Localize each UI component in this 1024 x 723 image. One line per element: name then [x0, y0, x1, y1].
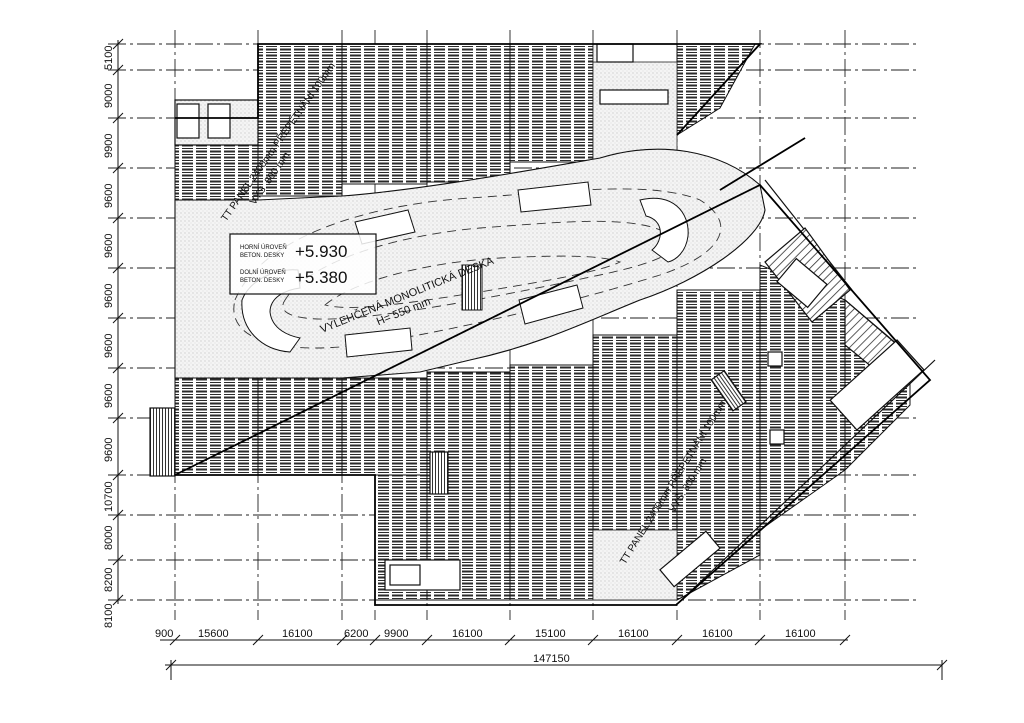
dim-left-2: 9000: [103, 84, 115, 108]
tt-panel-bay: [509, 43, 594, 163]
slab-openings: [241, 181, 689, 358]
top-level-label-2: BETON. DESKY: [240, 253, 284, 259]
dim-left-1: 5100: [103, 46, 115, 70]
bottom-dimension-ticks: [169, 634, 851, 646]
column-block: [767, 351, 783, 367]
dim-bottom-1: 900: [155, 628, 173, 640]
tt-panel-bay: [341, 377, 428, 476]
dim-left-8: 9600: [103, 384, 115, 408]
tt-panel-bay: [426, 43, 511, 183]
core-room: [599, 89, 669, 105]
dim-left-6: 9600: [103, 284, 115, 308]
dim-left-7: 9600: [103, 334, 115, 358]
core-room: [829, 339, 925, 431]
tt-panel-bay: [257, 43, 343, 197]
core-room: [176, 103, 200, 139]
tt-panel-bay: [174, 377, 259, 476]
dim-left-4: 9600: [103, 184, 115, 208]
bottom-dimension-labels: 900 15600 16100 6200 9900 16100 15100 16…: [155, 628, 816, 665]
dim-left-5: 9600: [103, 234, 115, 258]
column-block: [461, 264, 483, 311]
right-wing: [659, 43, 936, 606]
core-room: [389, 564, 421, 586]
dim-bottom-5: 9900: [384, 628, 408, 640]
dim-bottom-4: 6200: [344, 628, 368, 640]
dimension-lines: [117, 40, 948, 680]
column-block: [710, 369, 747, 412]
tt-panel-bay: [509, 364, 594, 601]
core-room: [596, 43, 634, 63]
dim-left-11: 8000: [103, 526, 115, 550]
top-level-value: +5.930: [295, 242, 347, 261]
tt-panel-bays: [174, 43, 911, 601]
side-annex: [149, 407, 176, 477]
opening: [518, 284, 584, 325]
top-level-label-1: HORNÍ ÚROVEŇ: [240, 244, 287, 251]
tt-panel-bay: [676, 289, 761, 601]
dim-left-3: 9900: [103, 134, 115, 158]
core-room: [207, 103, 231, 139]
bottom-level-value: +5.380: [295, 268, 347, 287]
opening: [517, 181, 592, 213]
dim-bottom-9: 16100: [702, 628, 733, 640]
bottom-level-label-2: BETON. DESKY: [240, 278, 284, 284]
dim-bottom-3: 16100: [282, 628, 313, 640]
dim-bottom-8: 16100: [618, 628, 649, 640]
level-box: HORNÍ ÚROVEŇ BETON. DESKY +5.930 DOLNÍ Ú…: [229, 233, 377, 295]
opening: [344, 327, 413, 358]
left-dimension-ticks: [112, 38, 124, 606]
dim-bottom-2: 15600: [198, 628, 229, 640]
bottom-level-label-1: DOLNÍ ÚROVEŇ: [240, 269, 286, 276]
dim-left-9: 9600: [103, 438, 115, 462]
dim-left-10: 10700: [103, 481, 115, 512]
tt-panel-bay: [257, 377, 343, 476]
left-dimension-labels: 5100 9000 9900 9600 9600 9600 9600 9600 …: [103, 46, 115, 628]
dim-left-12: 8200: [103, 568, 115, 592]
core-room: [429, 451, 449, 495]
cores: [149, 43, 669, 591]
dim-bottom-7: 15100: [535, 628, 566, 640]
dim-bottom-6: 16100: [452, 628, 483, 640]
curved-opening: [639, 197, 689, 263]
building-outline: [174, 43, 932, 606]
column-block: [769, 429, 785, 445]
stair-well: [776, 257, 828, 309]
total-dimension: 147150: [533, 653, 570, 665]
tt-panel-bay: [341, 43, 428, 185]
core-room: [659, 530, 721, 588]
dim-left-13: 8100: [103, 604, 115, 628]
dim-bottom-10: 16100: [785, 628, 816, 640]
